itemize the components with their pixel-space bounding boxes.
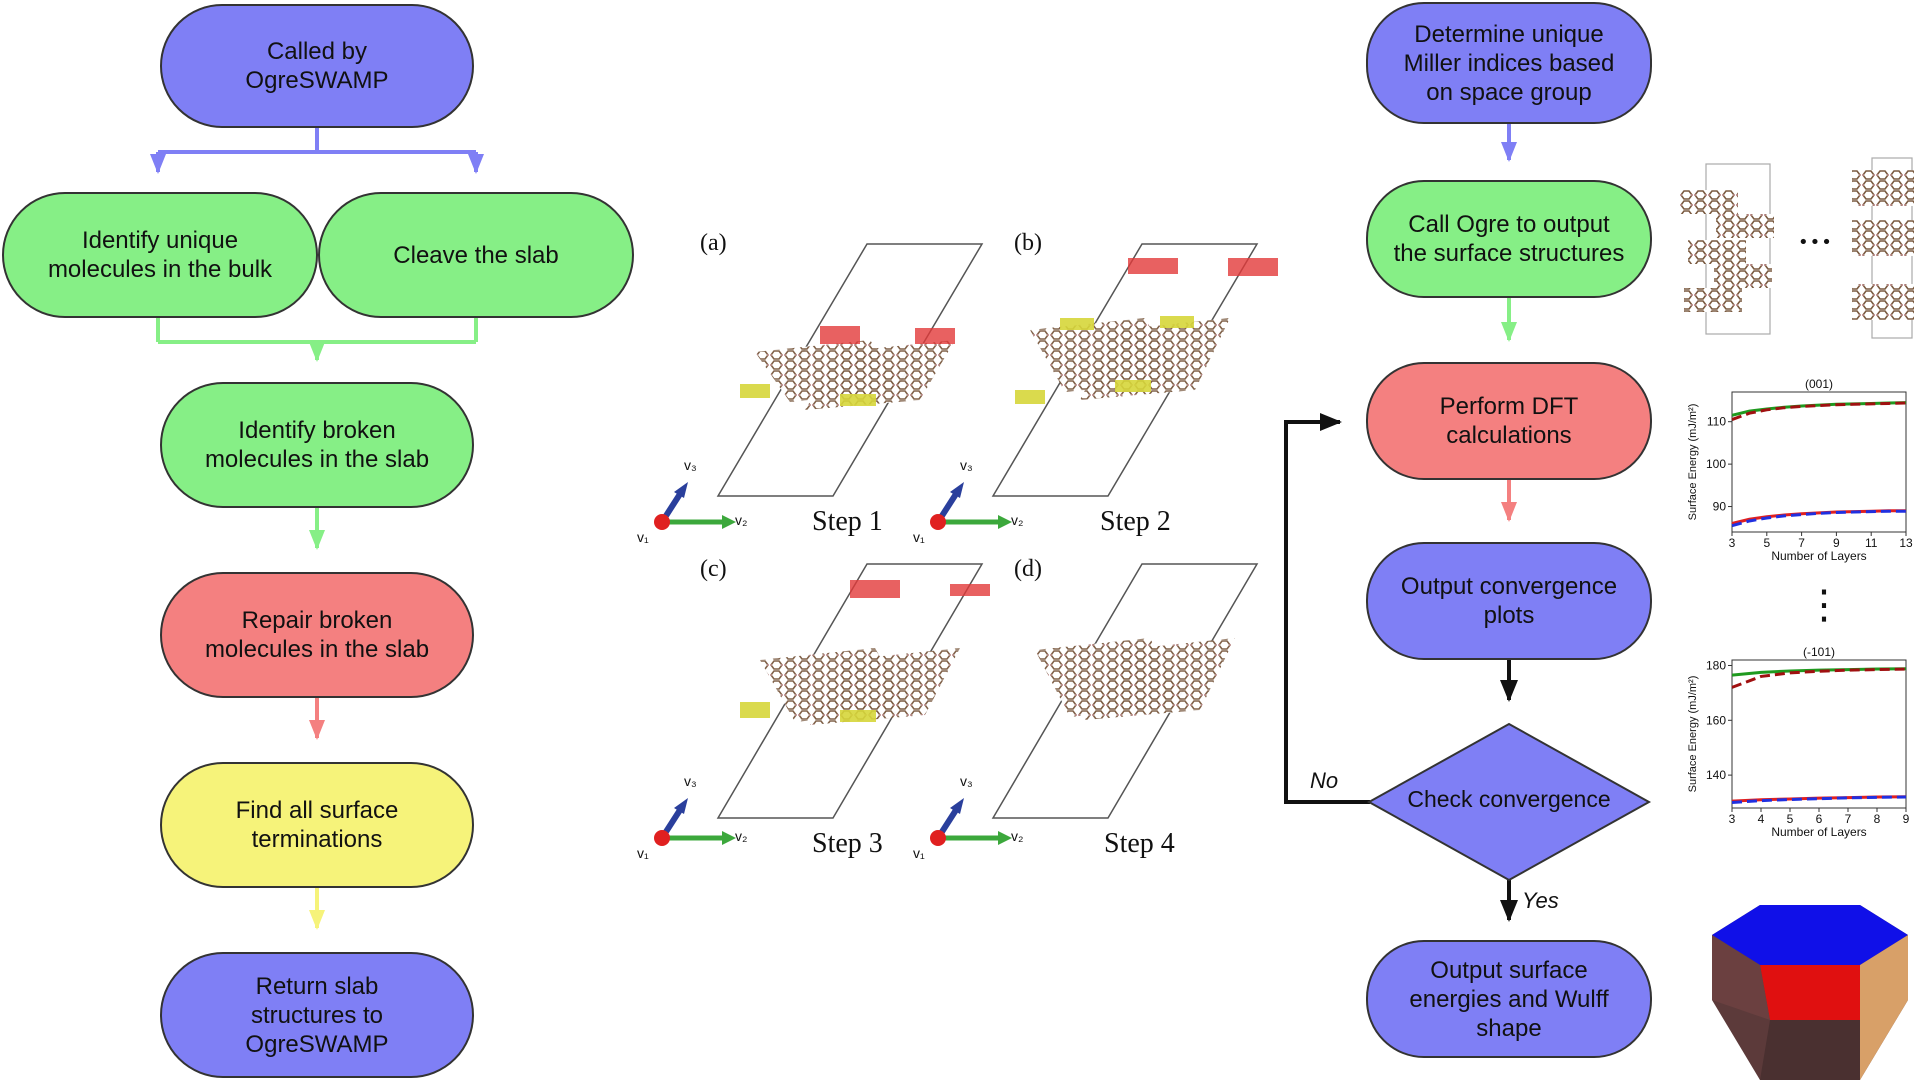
identify-broken-node: Identify broken molecules in the slab (160, 382, 474, 508)
surface-structure-thumbnail-1 (1680, 163, 1774, 335)
axis-triad-icon (654, 482, 736, 530)
y-tick-label: 100 (1706, 457, 1726, 471)
return-slab-node: Return slab structures to OgreSWAMP (160, 952, 474, 1078)
svg-text:v₁: v₁ (913, 529, 925, 545)
svg-text:v₃: v₃ (960, 773, 973, 789)
check-convergence-diamond (1366, 722, 1652, 882)
y-tick-label: 180 (1706, 658, 1726, 672)
x-tick-label: 6 (1816, 812, 1823, 826)
x-tick-label: 9 (1903, 812, 1910, 826)
series-line-darkred (1731, 401, 1907, 421)
step-label-3: Step 3 (812, 828, 883, 859)
svg-text:v₂: v₂ (735, 512, 747, 528)
panel-letter-b: (b) (1014, 230, 1042, 256)
axis-triad-icon (930, 798, 1012, 846)
panel-letter-d: (d) (1014, 556, 1042, 582)
x-tick-label: 11 (1865, 536, 1878, 550)
x-tick-label: 4 (1758, 812, 1765, 826)
series-line-darkred (1731, 667, 1907, 689)
panel-letter-a: (a) (700, 230, 727, 256)
x-tick-label: 13 (1899, 536, 1913, 550)
chart-title: (001) (1805, 377, 1833, 391)
svg-text:v₃: v₃ (960, 457, 973, 473)
series-line-green (1731, 667, 1907, 677)
chart-title: (-101) (1803, 645, 1835, 659)
output-plots-node: Output convergence plots (1366, 542, 1652, 660)
cleave-slab-node: Cleave the slab (318, 192, 634, 318)
svg-text:v₃: v₃ (684, 457, 697, 473)
identify-unique-node: Identify unique molecules in the bulk (2, 192, 318, 318)
svg-text:v₂: v₂ (735, 828, 747, 844)
step-label-2: Step 2 (1100, 506, 1171, 537)
y-tick-label: 110 (1707, 415, 1726, 429)
svg-text:v₃: v₃ (684, 773, 697, 789)
svg-text:v₂: v₂ (1011, 828, 1023, 844)
y-axis-label: Surface Energy (mJ/m²) (1687, 676, 1699, 793)
panel-letter-c: (c) (700, 556, 727, 582)
x-tick-label: 3 (1729, 536, 1736, 550)
y-axis-label: Surface Energy (mJ/m²) (1687, 404, 1699, 521)
axis-triad-icon (930, 482, 1012, 530)
x-tick-label: 5 (1763, 536, 1770, 550)
step-label-4: Step 4 (1104, 828, 1175, 859)
perform-dft-node: Perform DFT calculations (1366, 362, 1652, 480)
repair-broken-node: Repair broken molecules in the slab (160, 572, 474, 698)
surface-structure-thumbnail-2 (1852, 157, 1914, 339)
step-panel-c: v₃ v₂ v₁ (637, 563, 990, 861)
x-axis-label: Number of Layers (1771, 825, 1866, 839)
determine-miller-node: Determine unique Miller indices based on… (1366, 2, 1652, 124)
svg-text:v₁: v₁ (913, 845, 925, 861)
series-line-red (1731, 795, 1907, 803)
left-connectors (150, 128, 484, 930)
y-tick-label: 90 (1713, 500, 1727, 514)
right-connectors (1284, 124, 1518, 922)
x-tick-label: 7 (1798, 536, 1805, 550)
svg-text:v₁: v₁ (637, 529, 649, 545)
step-label-1: Step 1 (812, 506, 883, 537)
output-energies-node: Output surface energies and Wulff shape (1366, 940, 1652, 1058)
x-tick-label: 3 (1729, 812, 1736, 826)
step-panel-d: v₃ v₂ v₁ (913, 563, 1259, 861)
step-panel-a: v₃ v₂ v₁ (637, 243, 984, 545)
y-tick-label: 160 (1706, 713, 1726, 727)
axis-triad-icon (654, 798, 736, 846)
find-terminations-node: Find all surface terminations (160, 762, 474, 888)
x-tick-label: 8 (1874, 812, 1881, 826)
yes-label: Yes (1522, 888, 1559, 913)
svg-text:v₂: v₂ (1011, 512, 1023, 528)
step-panel-b: v₃ v₂ v₁ (913, 243, 1278, 545)
wulff-shape-icon (1712, 905, 1908, 1080)
no-label: No (1310, 768, 1339, 793)
x-tick-label: 7 (1845, 812, 1852, 826)
y-tick-label: 140 (1706, 768, 1726, 782)
call-ogre-node: Call Ogre to output the surface structur… (1366, 180, 1652, 298)
called-by-node: Called by OgreSWAMP (160, 4, 474, 128)
horizontal-ellipsis: ••• (1798, 232, 1833, 253)
svg-text:v₁: v₁ (637, 845, 649, 861)
check-convergence-label: Check convergence (1407, 786, 1611, 812)
x-axis-label: Number of Layers (1771, 549, 1866, 563)
x-tick-label: 9 (1833, 536, 1840, 550)
x-tick-label: 5 (1787, 812, 1794, 826)
vertical-ellipsis: ⋮ (1804, 582, 1844, 628)
chart-frame (1731, 659, 1907, 809)
chart-frame (1731, 391, 1907, 533)
